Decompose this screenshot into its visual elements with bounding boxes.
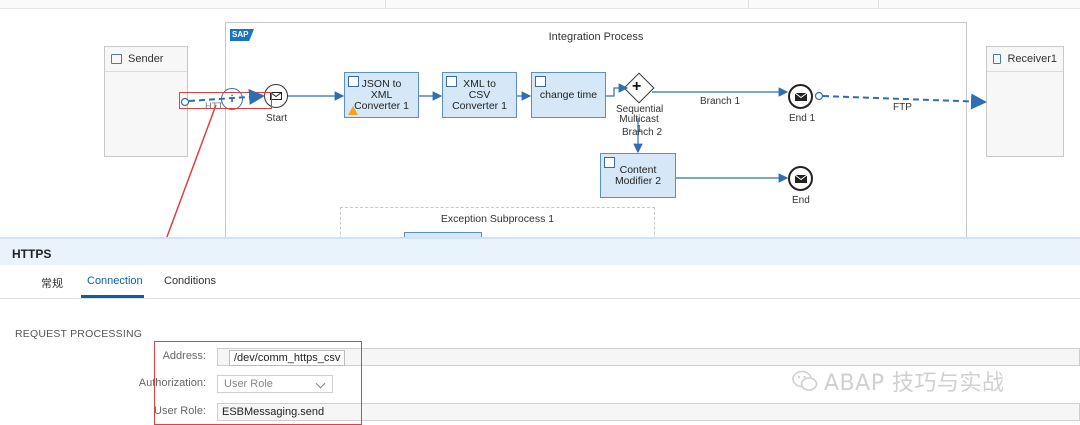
ftp-adapter-label: FTP xyxy=(893,102,912,113)
sender-participant[interactable]: Sender xyxy=(104,46,188,157)
step-label: change time xyxy=(539,88,598,101)
receiver-label: Receiver1 xyxy=(1007,53,1057,65)
receiver-participant[interactable]: Receiver1 xyxy=(986,46,1064,157)
gateway-label: Sequential Multicast 1 xyxy=(616,104,664,135)
content-modifier-step[interactable]: Content Modifier 2 xyxy=(600,153,676,198)
envelope-icon xyxy=(794,174,807,183)
json-to-xml-converter-step[interactable]: JSON to XML Converter 1 xyxy=(344,72,419,118)
tab-bar: 常规 Connection Conditions xyxy=(0,265,1080,299)
step-label: XML to CSV Converter 1 xyxy=(452,77,507,112)
end-event-1-label: End 1 xyxy=(789,113,816,124)
user-role-value: ESBMessaging.send xyxy=(222,406,325,418)
section-heading: REQUEST PROCESSING xyxy=(15,328,143,340)
participant-icon xyxy=(993,54,1002,64)
converter-icon xyxy=(446,76,457,87)
exception-step-partial[interactable] xyxy=(404,232,482,237)
authorization-label: Authorization: xyxy=(138,377,206,389)
exception-subprocess[interactable]: Exception Subprocess 1 xyxy=(340,207,655,237)
top-toolbar-strip xyxy=(0,0,1080,9)
address-value: /dev/comm_https_csv xyxy=(229,350,346,366)
end-event-2[interactable] xyxy=(788,166,813,191)
change-time-step[interactable]: change time xyxy=(531,72,606,118)
exception-subprocess-label: Exception Subprocess 1 xyxy=(440,213,555,225)
sap-logo: SAP xyxy=(230,29,254,41)
toolbar-divider xyxy=(385,0,386,8)
https-adapter-highlight xyxy=(179,92,272,109)
participant-icon xyxy=(111,54,122,64)
tab-connection[interactable]: Connection xyxy=(87,275,143,287)
step-label: JSON to XML Converter 1 xyxy=(354,77,409,112)
xml-to-csv-converter-step[interactable]: XML to CSV Converter 1 xyxy=(442,72,517,118)
authorization-value: User Role xyxy=(224,378,273,390)
panel-header: HTTPS xyxy=(0,237,1080,268)
authorization-select[interactable]: User Role xyxy=(217,375,333,393)
branch1-label: Branch 1 xyxy=(700,96,741,107)
tab-general[interactable]: 常规 xyxy=(41,278,63,290)
request-processing-highlight xyxy=(154,341,362,425)
active-tab-indicator xyxy=(81,295,144,298)
tab-conditions[interactable]: Conditions xyxy=(164,275,216,287)
wechat-icon xyxy=(792,370,818,391)
toolbar-divider xyxy=(748,0,749,8)
pool-title: Integration Process xyxy=(548,31,644,43)
end-event-2-label: End xyxy=(792,195,810,206)
address-label: Address: xyxy=(162,350,206,362)
properties-panel: HTTPS 常规 Connection Conditions REQUEST P… xyxy=(0,237,1080,425)
content-modifier-icon xyxy=(604,157,615,168)
converter-icon xyxy=(348,76,359,87)
toolbar-divider xyxy=(878,0,879,8)
watermark: ABAP 技巧与实战 xyxy=(792,365,1004,397)
step-label: Content Modifier 2 xyxy=(614,163,662,187)
user-role-field[interactable]: ESBMessaging.send xyxy=(217,403,1080,421)
envelope-icon xyxy=(794,92,807,101)
script-icon xyxy=(535,76,546,87)
sender-label: Sender xyxy=(128,53,164,65)
user-role-label: User Role: xyxy=(154,405,206,417)
start-event[interactable] xyxy=(264,84,288,108)
start-event-label: Start xyxy=(266,113,288,124)
warning-icon xyxy=(348,106,358,115)
end-event-1[interactable] xyxy=(788,84,813,109)
plus-icon: + xyxy=(632,78,642,95)
address-field[interactable]: /dev/comm_https_csv xyxy=(217,348,1080,366)
process-canvas[interactable]: SAP Integration Process Sender Receiver1… xyxy=(0,0,1080,237)
branch2-label: Branch 2 xyxy=(622,127,663,138)
envelope-icon xyxy=(270,92,282,100)
panel-title: HTTPS xyxy=(12,247,52,261)
watermark-text: ABAP 技巧与实战 xyxy=(824,371,1005,396)
integration-process-pool[interactable]: SAP Integration Process xyxy=(225,22,967,237)
